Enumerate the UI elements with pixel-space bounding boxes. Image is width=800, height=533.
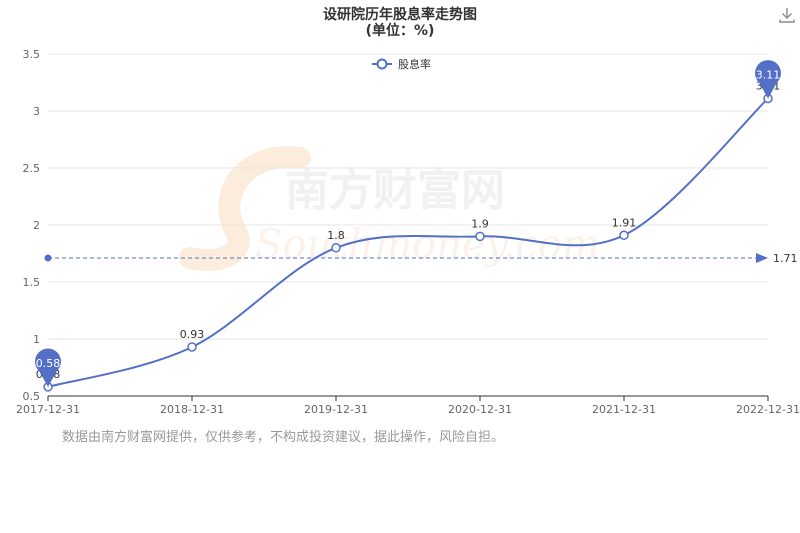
y-tick-label: 3.5 [23,48,41,61]
data-point[interactable] [331,243,341,253]
x-tick-label: 2022-12-31 [736,403,800,416]
data-point[interactable] [619,230,629,241]
average-line: 1.71 [44,252,798,265]
footnote: 数据由南方财富网提供，仅供参考，不构成投资建议，据此操作，风险自担。 [62,430,505,445]
marker-pins: 0.58 3.11 [35,60,782,387]
marker-pin-min-label: 0.58 [36,357,61,370]
legend[interactable]: 股息率 [372,57,431,71]
grid [48,53,768,340]
chart-title: 设研院历年股息率走势图 [323,6,477,23]
data-label: 0.93 [180,328,205,341]
y-tick-label: 1 [33,333,40,346]
x-tick-label: 2019-12-31 [304,403,368,416]
data-label: 1.9 [471,217,489,230]
watermark-cn: 南方财富网 [285,165,505,216]
y-axis: 0.5 1 1.5 2 2.5 3 3.5 [23,48,41,403]
series-line [47,97,769,388]
y-tick-label: 2.5 [23,162,41,175]
download-icon[interactable] [778,6,796,24]
y-tick-label: 2 [33,219,40,232]
average-line-arrow [756,253,768,264]
x-tick-label: 2020-12-31 [448,403,512,416]
legend-label: 股息率 [398,57,431,71]
chart-subtitle: (单位：%) [366,22,435,39]
x-tick-label: 2021-12-31 [592,403,656,416]
marker-pin-max-label: 3.11 [756,68,781,81]
x-tick-label: 2017-12-31 [16,403,80,416]
x-tick-label: 2018-12-31 [160,403,224,416]
x-axis: 2017-12-31 2018-12-31 2019-12-31 2020-12-31… [16,395,800,416]
watermark-en: Southmoney.com [255,222,600,268]
marker-pin-min [35,348,61,387]
data-label: 1.8 [327,229,345,242]
y-tick-label: 0.5 [23,390,41,403]
data-label: 1.91 [612,216,637,229]
marker-pin-max [755,60,782,99]
legend-marker [376,58,388,70]
data-point[interactable] [475,231,485,242]
y-tick-label: 1.5 [23,276,41,289]
y-tick-label: 3 [33,105,40,118]
watermark: 南方财富网 Southmoney.com [179,145,600,272]
data-point[interactable] [187,342,197,352]
average-line-label: 1.71 [773,252,798,265]
